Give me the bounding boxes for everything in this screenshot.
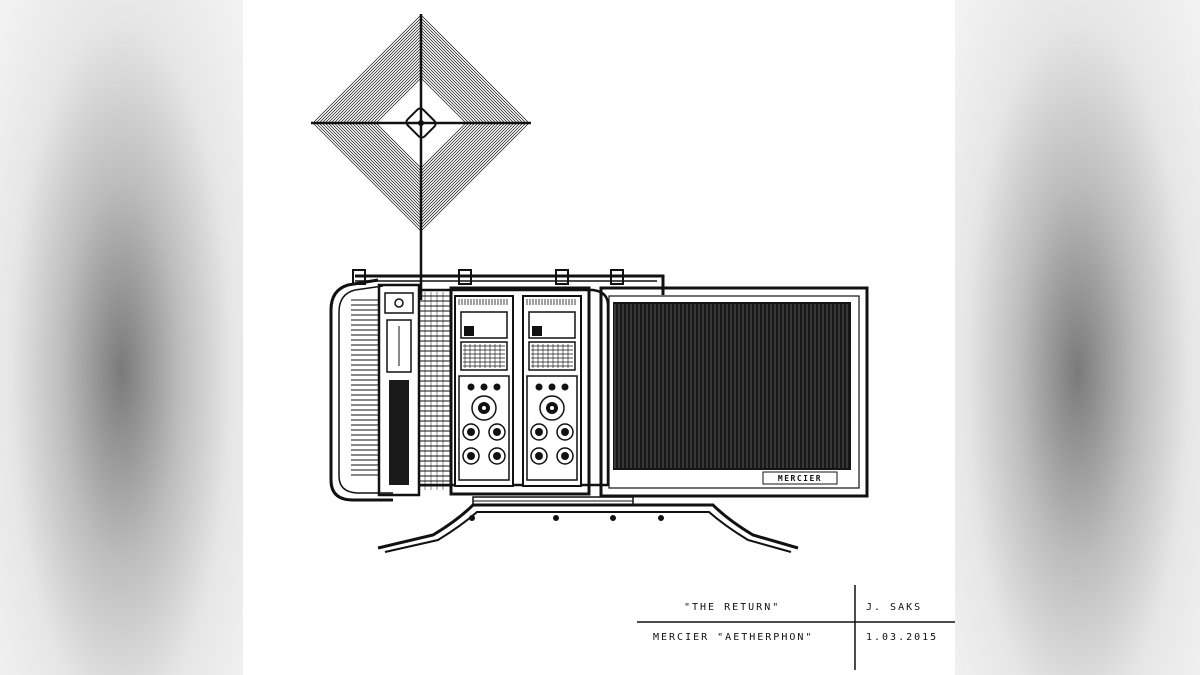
artist-name: J. SAKS [866,602,923,613]
diamond-antenna [311,14,531,300]
speaker-grille [614,304,849,468]
title-block [637,585,955,670]
blurred-background-right [955,0,1200,675]
subject-caption: MERCIER "AETHERPHON" [653,632,814,643]
receiver-unit-left [454,295,514,487]
left-frame [329,278,421,502]
receiver-unit-right [522,295,582,487]
drawing-sheet: MERCIER "THE RETURN" J. SAKS MERCIER "AE… [243,0,955,675]
mounting-bolts [469,515,664,521]
drawing-title: "THE RETURN" [684,602,781,613]
radio-illustration: MERCIER [311,14,955,670]
receiver-decks [449,286,591,496]
stand-base [377,496,799,553]
speaker-cabinet: MERCIER [599,286,869,498]
brand-plate: MERCIER [778,474,822,483]
drawing-date: 1.03.2015 [866,632,939,643]
blurred-background-left [0,0,243,675]
cooling-fins [419,292,451,490]
